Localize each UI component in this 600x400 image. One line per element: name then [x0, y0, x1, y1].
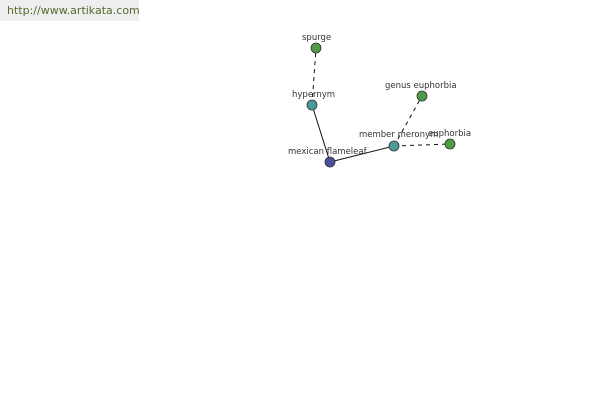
node-label-spurge: spurge: [302, 33, 331, 43]
node-spurge[interactable]: [310, 42, 322, 54]
node-genus-euphorbia[interactable]: [416, 90, 428, 102]
edge-center-member_meronym: [329, 145, 395, 163]
node-hypernym[interactable]: [306, 99, 318, 111]
edge-member_meronym-euphorbia: [393, 143, 451, 147]
edge-center-hypernym: [311, 104, 331, 163]
node-center[interactable]: [324, 156, 336, 168]
node-label-hypernym: hypernym: [292, 90, 335, 100]
source-link[interactable]: http://www.artikata.com: [7, 4, 140, 17]
node-label-center: mexican flameleaf: [288, 147, 368, 157]
node-member-meronym[interactable]: [388, 140, 400, 152]
edge-hypernym-spurge: [311, 47, 317, 106]
node-label-euphorbia: euphorbia: [428, 129, 471, 139]
edge-member_meronym-genus_euphorbia: [393, 95, 423, 147]
node-label-member-meronym: member meronym: [359, 130, 438, 140]
labels-layer: mexican flameleaf hypernym spurge member me…: [288, 33, 471, 157]
node-label-genus-euphorbia: genus euphorbia: [385, 81, 457, 91]
source-bar: http://www.artikata.com: [0, 0, 140, 21]
nodes-layer: [306, 42, 456, 168]
node-euphorbia[interactable]: [444, 138, 456, 150]
edges-layer: [311, 47, 451, 163]
